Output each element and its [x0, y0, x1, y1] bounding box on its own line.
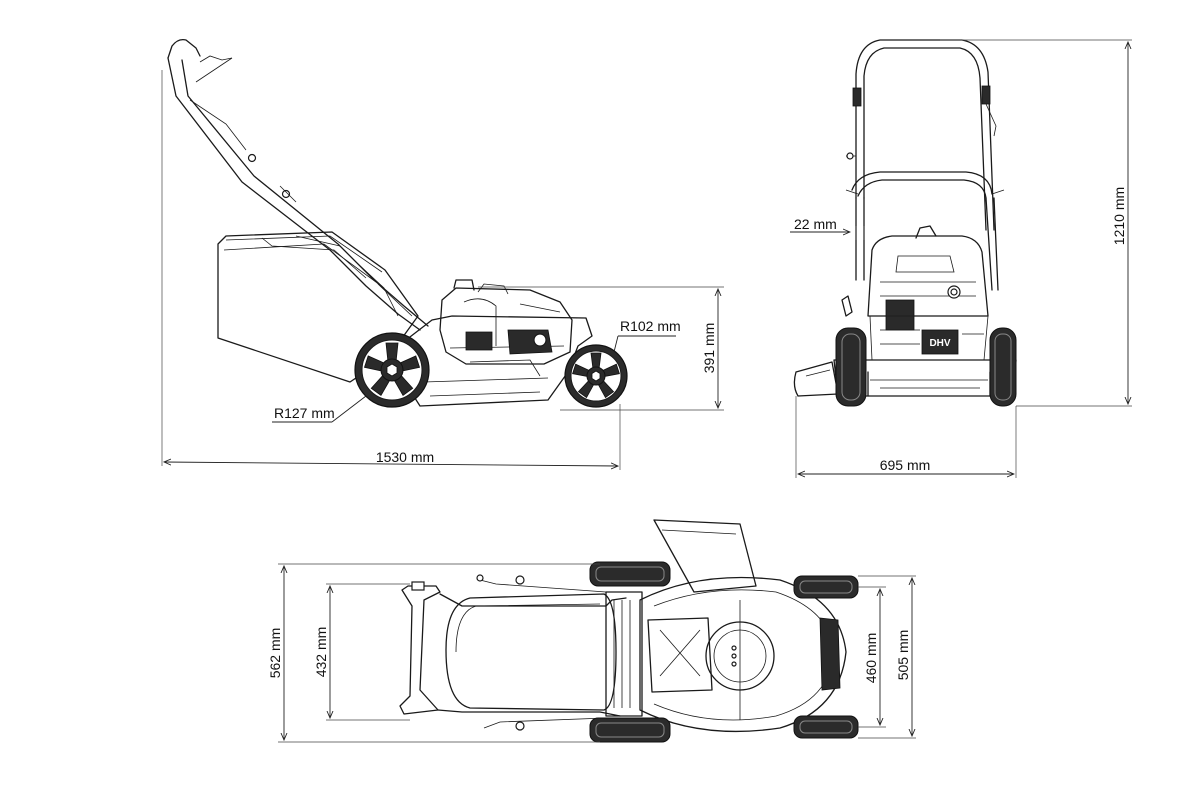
- side-dimensions: 1530 mm 391 mm R127 mm R102 mm: [161, 70, 724, 470]
- mower-deck: [405, 315, 593, 407]
- top-handle: [399, 574, 627, 731]
- front-handle: [845, 39, 1005, 291]
- top-grass-bag: [445, 593, 617, 711]
- top-wheelbase-inner-label: 460 mm: [863, 633, 879, 684]
- side-view: 1530 mm 391 mm R127 mm R102 mm: [161, 38, 724, 470]
- front-height-label: 1210 mm: [1111, 187, 1127, 245]
- side-height-label: 391 mm: [701, 323, 717, 374]
- top-wheelbase-outer-label: 505 mm: [895, 630, 911, 681]
- front-width-label: 695 mm: [880, 457, 931, 473]
- rear-radius-label: R127 mm: [274, 405, 335, 421]
- front-wheel: [564, 344, 628, 408]
- front-offset-label: 22 mm: [794, 216, 837, 232]
- top-inner-width-label: 432 mm: [313, 627, 329, 678]
- top-deck: [639, 576, 847, 733]
- engine-badge: DHV: [929, 338, 950, 349]
- rear-wheel: [354, 332, 430, 408]
- top-dimensions: 562 mm 432 mm 460 mm 505 mm: [267, 563, 916, 743]
- top-frame: [605, 519, 757, 717]
- handle: [167, 38, 429, 331]
- front-wheels: [835, 327, 1017, 407]
- front-engine: DHV: [867, 225, 989, 361]
- front-radius-label: R102 mm: [620, 318, 681, 334]
- top-view: 562 mm 432 mm 460 mm 505 mm: [267, 519, 916, 743]
- engine: [439, 279, 573, 365]
- side-length-label: 1530 mm: [376, 449, 434, 465]
- front-dimensions: 1210 mm 695 mm 22 mm: [790, 39, 1132, 478]
- front-view: DHV 1210 mm: [790, 39, 1132, 478]
- top-outer-width-label: 562 mm: [267, 628, 283, 679]
